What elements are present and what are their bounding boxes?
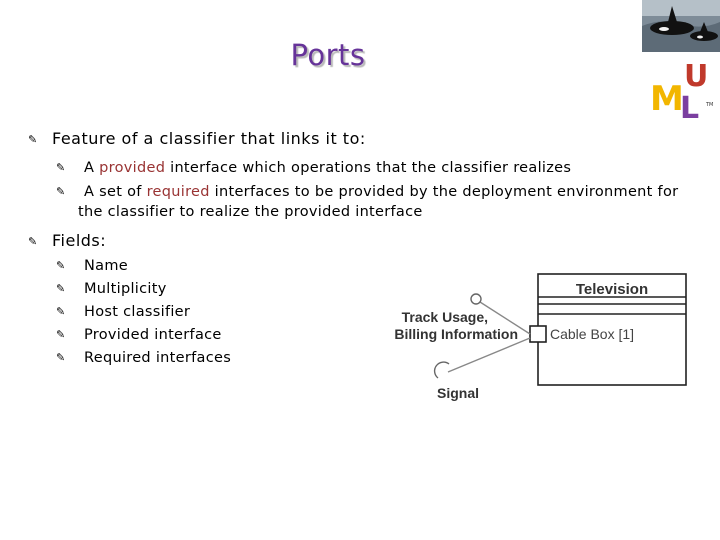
sub-bullet-provided: ✎ A provided interface which operations … bbox=[54, 158, 698, 178]
bullet-feature: ✎ Feature of a classifier that links it … bbox=[28, 128, 698, 150]
slide-title: Ports bbox=[290, 38, 366, 72]
pen-bullet-icon: ✎ bbox=[56, 328, 66, 341]
pen-bullet-icon: ✎ bbox=[56, 259, 66, 272]
bullet-text: Feature of a classifier that links it to… bbox=[52, 129, 366, 148]
sub-bullet-text-post: interface which operations that the clas… bbox=[165, 160, 572, 176]
field-item: ✎ Required interfaces bbox=[54, 348, 698, 368]
port-diagram: Television Cable Box [1] Track Usage, Bi… bbox=[394, 273, 687, 401]
logo-letter-u: U bbox=[684, 59, 708, 94]
port-square bbox=[529, 325, 547, 343]
bullet-text: Fields: bbox=[52, 231, 107, 250]
port-label: Cable Box [1] bbox=[550, 326, 634, 342]
logo-letter-m: M bbox=[650, 79, 684, 119]
pen-bullet-icon: ✎ bbox=[28, 235, 38, 248]
orca-photo bbox=[642, 0, 720, 52]
class-name: Television bbox=[576, 281, 648, 298]
sub-bullet-text-post: interfaces to be provided by the deploym… bbox=[209, 184, 679, 200]
sub-bullet-text-pre: A set of bbox=[84, 184, 147, 200]
pen-bullet-icon: ✎ bbox=[56, 282, 66, 295]
sub-bullet-text-pre: A bbox=[84, 160, 100, 176]
field-multiplicity: Multiplicity bbox=[84, 281, 167, 297]
highlight-provided: provided bbox=[99, 160, 166, 176]
highlight-required: required bbox=[146, 184, 210, 200]
field-item: ✎ Provided interface bbox=[54, 325, 698, 345]
field-name: Name bbox=[84, 258, 128, 274]
logo-trademark: TM bbox=[705, 102, 713, 108]
field-provided-interface: Provided interface bbox=[84, 327, 222, 343]
required-interface-line bbox=[447, 337, 531, 373]
pen-bullet-icon: ✎ bbox=[56, 351, 66, 364]
field-host-classifier: Host classifier bbox=[84, 304, 191, 320]
field-item: ✎ Multiplicity bbox=[54, 279, 698, 299]
class-box bbox=[537, 273, 687, 386]
bullet-list: ✎ Feature of a classifier that links it … bbox=[28, 128, 698, 371]
field-item: ✎ Host classifier bbox=[54, 302, 698, 322]
pen-bullet-icon: ✎ bbox=[28, 133, 38, 146]
sub-bullet-text-continued: the classifier to realize the provided i… bbox=[78, 204, 423, 220]
pen-bullet-icon: ✎ bbox=[56, 185, 66, 198]
field-item: ✎ Name bbox=[54, 256, 698, 276]
provided-interface-line bbox=[479, 301, 531, 335]
provided-interface-label-2: Billing Information bbox=[394, 326, 518, 342]
pen-bullet-icon: ✎ bbox=[56, 161, 66, 174]
provided-interface-lollipop bbox=[470, 293, 482, 305]
uml-logo: U M L TM bbox=[650, 59, 713, 122]
bullet-fields: ✎ Fields: bbox=[28, 230, 698, 252]
sub-bullet-required: ✎ A set of required interfaces to be pro… bbox=[54, 182, 698, 222]
field-required-interfaces: Required interfaces bbox=[84, 350, 232, 366]
pen-bullet-icon: ✎ bbox=[56, 305, 66, 318]
required-interface-socket bbox=[433, 361, 450, 379]
logo-letter-l: L bbox=[680, 91, 699, 122]
provided-interface-label-1: Track Usage, bbox=[402, 309, 488, 325]
required-interface-label: Signal bbox=[437, 385, 479, 401]
